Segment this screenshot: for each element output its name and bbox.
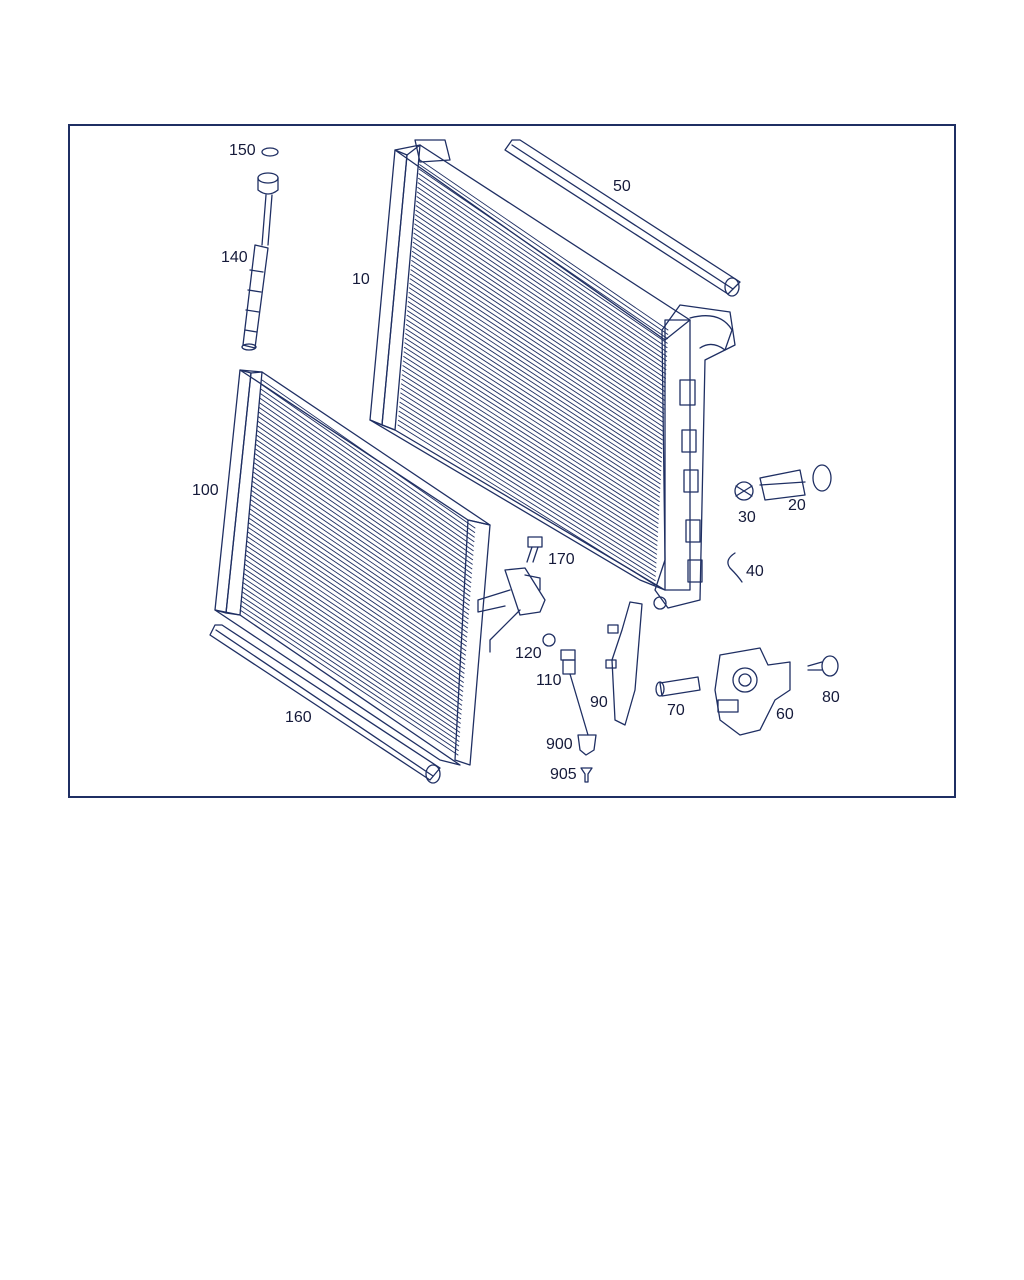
label-900: 900 bbox=[546, 736, 573, 753]
connector-905 bbox=[580, 767, 593, 783]
spring-clip-40 bbox=[727, 552, 743, 583]
bolt-170 bbox=[526, 536, 543, 563]
label-150: 150 bbox=[229, 142, 256, 159]
o-ring-150 bbox=[261, 147, 279, 157]
radiator-side-tank bbox=[653, 304, 736, 610]
clip-20 bbox=[759, 464, 832, 501]
label-170: 170 bbox=[548, 551, 575, 568]
sleeve-70 bbox=[655, 676, 701, 697]
rod-50 bbox=[504, 139, 741, 297]
label-140: 140 bbox=[221, 249, 248, 266]
pipe-block bbox=[477, 567, 546, 653]
label-20: 20 bbox=[788, 497, 806, 514]
grommet-30 bbox=[734, 481, 754, 501]
label-30: 30 bbox=[738, 509, 756, 526]
radiator-10 bbox=[369, 139, 691, 591]
mount-60 bbox=[714, 647, 791, 736]
label-905: 905 bbox=[550, 766, 577, 783]
label-160: 160 bbox=[285, 709, 312, 726]
connector-900 bbox=[577, 734, 597, 756]
label-50: 50 bbox=[613, 178, 631, 195]
label-60: 60 bbox=[776, 706, 794, 723]
label-110: 110 bbox=[536, 672, 562, 689]
label-40: 40 bbox=[746, 563, 764, 580]
pressure-sensor-110 bbox=[560, 649, 589, 736]
bracket-90 bbox=[605, 601, 643, 726]
label-90: 90 bbox=[590, 694, 608, 711]
label-10: 10 bbox=[352, 271, 370, 288]
label-70: 70 bbox=[667, 702, 685, 719]
label-100: 100 bbox=[192, 482, 219, 499]
diagram-frame bbox=[68, 124, 956, 798]
label-120: 120 bbox=[515, 645, 542, 662]
condenser-100-fins bbox=[239, 379, 476, 756]
label-80: 80 bbox=[822, 689, 840, 706]
rod-160 bbox=[209, 624, 441, 784]
seal-ring-120 bbox=[542, 633, 556, 647]
radiator-10-fins bbox=[397, 159, 669, 586]
condenser-100 bbox=[214, 369, 491, 766]
drier-140 bbox=[241, 172, 279, 351]
screw-80 bbox=[807, 655, 839, 677]
